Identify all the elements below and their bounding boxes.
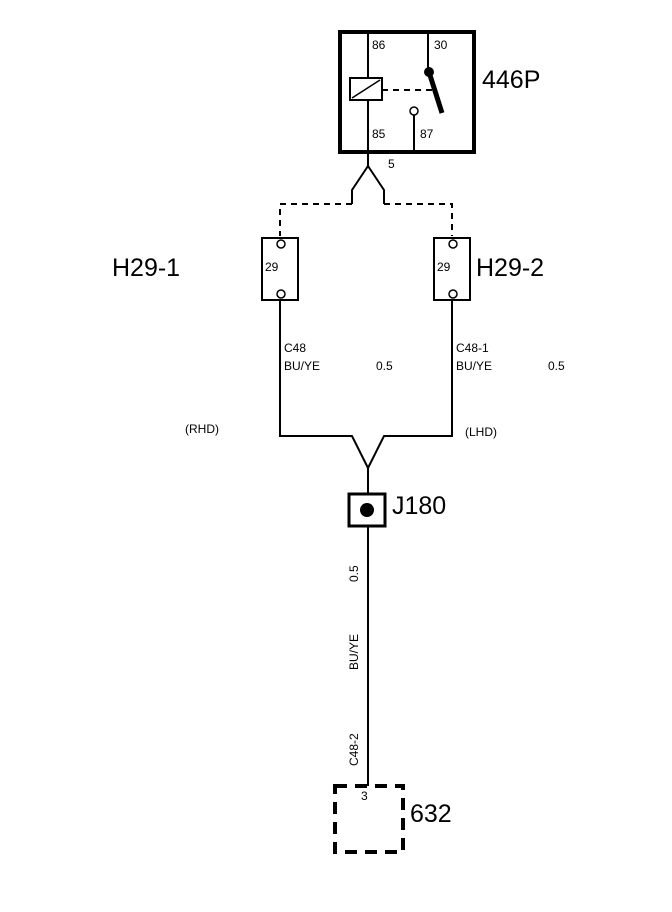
wire-c48-variant: (RHD)	[185, 422, 219, 436]
relay-coil-slash	[351, 79, 381, 99]
relay-pin-86: 86	[372, 38, 386, 52]
dashed-link-left	[279, 203, 352, 236]
splice-j180-label: J180	[392, 492, 446, 520]
dashed-link-right	[384, 203, 453, 236]
wire-c48-1-color: BU/YE	[456, 359, 492, 373]
component-632-pin-label: 3	[361, 789, 368, 803]
relay-pin-30: 30	[434, 38, 448, 52]
wire-split-right	[367, 165, 385, 204]
wire-c48-1-size: 0.5	[548, 359, 565, 373]
relay-pin87-contact	[409, 106, 419, 116]
relay-pin-87: 87	[420, 127, 434, 141]
wire-c48-1-circuit: C48-1	[456, 341, 489, 355]
connector-h29-2-label: H29-2	[476, 254, 544, 282]
relay-housing	[338, 30, 476, 154]
connector-h29-1-pin-bottom	[276, 289, 286, 299]
relay-446p: 86 30 85 87 446P	[338, 30, 540, 154]
wire-c48-2-color: BU/YE	[347, 634, 361, 670]
component-632: 3 632	[333, 784, 452, 854]
wire-split-left	[351, 165, 369, 204]
splice-j180: J180	[347, 468, 446, 528]
connector-h29-2: 29 H29-2	[433, 237, 544, 301]
relay-switch-arm	[426, 71, 445, 114]
connector-h29-1-label: H29-1	[112, 254, 180, 282]
relay-label: 446P	[482, 66, 540, 94]
connector-h29-1-pin-label: 29	[265, 260, 279, 274]
wire-c48-size: 0.5	[376, 359, 393, 373]
splice-j180-dot	[360, 503, 374, 517]
connector-h29-1-pin-top	[276, 239, 286, 249]
wire-c48-1-variant: (LHD)	[465, 425, 497, 439]
connector-h29-1: 29 H29-1	[112, 237, 299, 301]
connector-h29-2-pin-label: 29	[437, 260, 451, 274]
wire-c48	[279, 300, 369, 469]
connector-h29-2-pin-bottom	[448, 289, 458, 299]
wire-c48-2-size: 0.5	[347, 565, 361, 582]
wire-c48-2-circuit: C48-2	[347, 733, 361, 766]
relay-pin-85: 85	[372, 127, 386, 141]
component-632-label: 632	[410, 800, 452, 828]
component-632-body	[333, 784, 405, 854]
wire-c48-1	[367, 300, 453, 469]
wire-c48-color: BU/YE	[284, 359, 320, 373]
connector-h29-2-pin-top	[448, 239, 458, 249]
wire-c48-circuit: C48	[284, 341, 306, 355]
relay-output-pin-label: 5	[388, 157, 395, 171]
